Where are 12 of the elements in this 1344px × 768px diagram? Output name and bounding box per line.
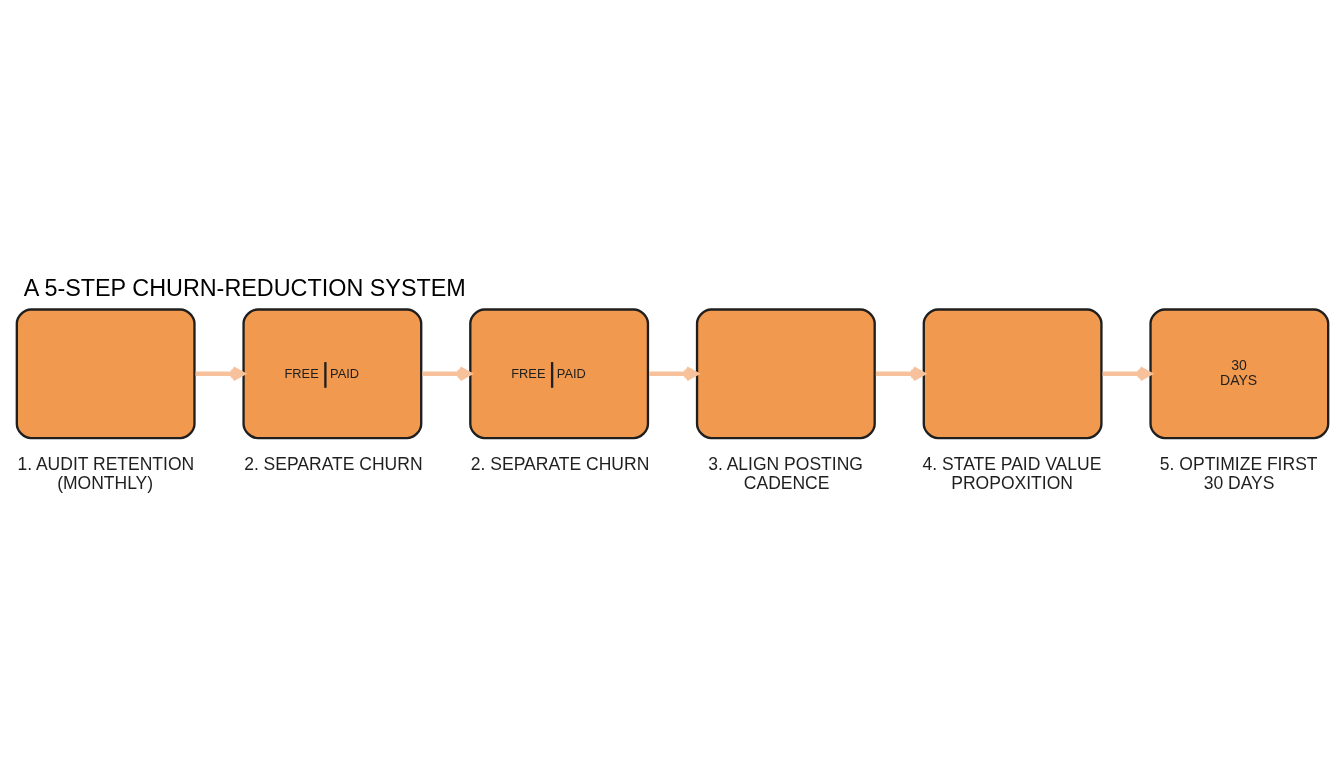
node-label: 2. SEPARATE CHURN xyxy=(470,453,649,474)
node-label: 5. OPTIMIZE FIRST 30 DAYS xyxy=(1159,453,1318,494)
arrow xyxy=(875,366,925,382)
node-label: 2. SEPARATE CHURN xyxy=(243,453,423,474)
arrow xyxy=(195,366,245,382)
arrow xyxy=(648,366,698,382)
node-label: 1. AUDIT RETENTION (MONTHLY) xyxy=(16,453,194,494)
diagram-title: A 5-STEP CHURN-REDUCTION SYSTEM xyxy=(23,275,466,302)
arrow xyxy=(421,366,471,382)
node-label: 3. ALIGN POSTING CADENCE xyxy=(707,453,863,494)
node-label: 4. STATE PAID VALUE PROPOXITION xyxy=(922,453,1101,494)
arrow xyxy=(1102,366,1152,382)
